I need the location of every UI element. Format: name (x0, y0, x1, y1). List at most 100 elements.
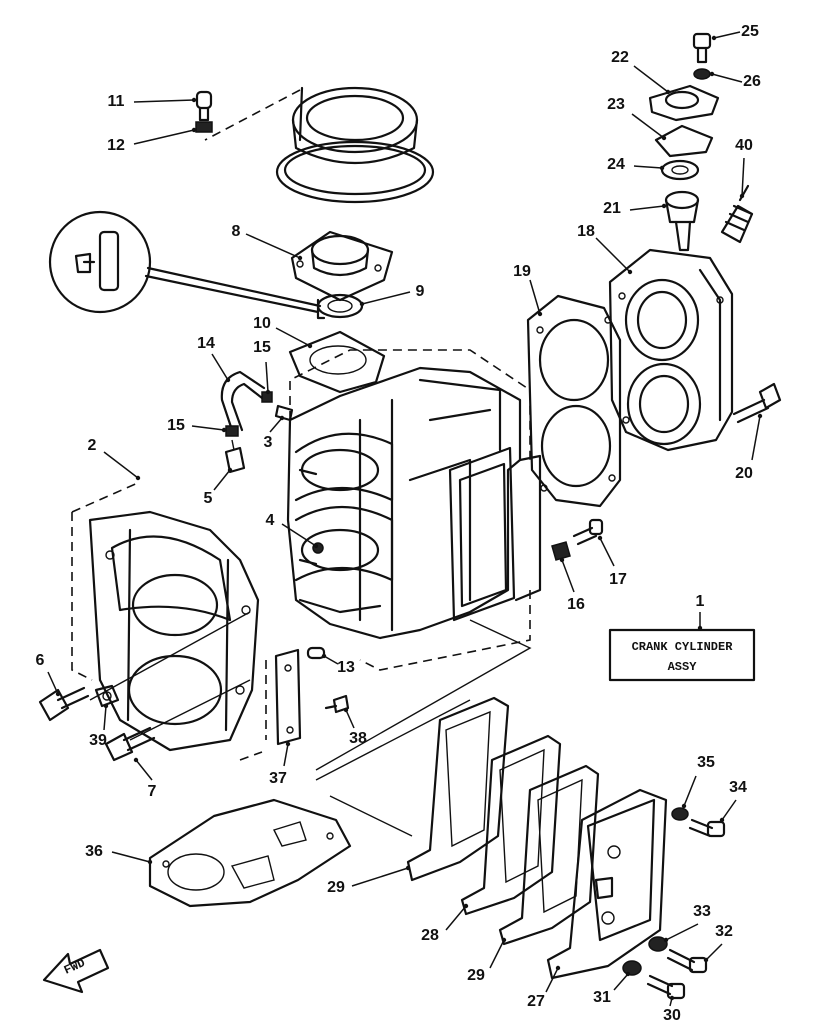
callout-leader-tip (405, 865, 411, 871)
crankcase-bolt-lines (89, 611, 251, 741)
callout-leader-line (683, 775, 697, 807)
callout-leader-line (529, 279, 541, 315)
bolt-32 (666, 948, 708, 974)
callout-8: 8 (232, 223, 303, 261)
gasket-10 (288, 330, 386, 394)
callout-number: 25 (741, 23, 759, 40)
callout-leader-line (633, 65, 669, 93)
callout-leader-line (283, 743, 289, 767)
fwd-marker-text: FWD (62, 956, 87, 978)
gasket-29-upper (406, 696, 510, 882)
callout-leader-tip (463, 903, 469, 909)
callout-number: 34 (729, 779, 747, 796)
callout-leader-line (133, 99, 195, 103)
callout-leader-line (445, 905, 467, 931)
callout-1: 1 (696, 593, 705, 631)
callout-27: 27 (527, 965, 561, 1010)
callout-leader-tip (55, 691, 61, 697)
callout-6: 6 (36, 652, 61, 697)
callout-number: 19 (513, 263, 531, 280)
fwd-arrow-icon: FWD (42, 948, 110, 994)
callout-number: 21 (603, 200, 621, 217)
seal-detail-inset (48, 210, 322, 314)
assembly-label-line1: CRANK CYLINDER (632, 640, 734, 654)
callout-38: 38 (343, 707, 367, 747)
callout-number: 17 (609, 571, 627, 588)
callout-number: 14 (197, 335, 215, 352)
callout-number: 27 (527, 993, 545, 1010)
upper-bearing-housing (204, 86, 435, 204)
exhaust-stack-connector (315, 619, 532, 837)
callout-leader-line (211, 353, 229, 381)
callout-number: 2 (88, 437, 97, 454)
callout-26: 26 (709, 71, 761, 90)
bolt-6 (38, 686, 90, 722)
callout-leader-tip (147, 859, 153, 865)
callout-14: 14 (197, 335, 231, 383)
callout-leader-tip (559, 557, 565, 563)
dowel-13 (306, 646, 326, 660)
callout-leader-tip (265, 389, 271, 395)
callout-number: 28 (421, 927, 439, 944)
callout-leader-tip (661, 135, 667, 141)
callout-number: 11 (108, 93, 125, 110)
bolt-30 (646, 974, 686, 1000)
callout-5: 5 (204, 467, 233, 507)
callout-number: 36 (85, 843, 103, 860)
callout-number: 31 (593, 989, 611, 1006)
callout-leader-tip (359, 301, 365, 307)
callout-leader-tip (661, 203, 667, 209)
callout-leader-tip (343, 707, 349, 713)
callout-21: 21 (603, 200, 667, 217)
callout-number: 7 (148, 783, 157, 800)
callout-leader-tip (285, 741, 291, 747)
exhaust-face (448, 446, 542, 622)
callout-leader-tip (225, 377, 231, 383)
callout-leader-tip (321, 653, 327, 659)
callout-leader-line (281, 523, 317, 547)
callout-leader-line (721, 799, 737, 821)
callout-number: 38 (349, 730, 367, 747)
callout-11: 11 (108, 93, 197, 110)
callout-leader-tip (501, 937, 507, 943)
bolt-11 (195, 90, 213, 122)
callout-leader-line (741, 157, 745, 197)
callout-number: 5 (204, 490, 213, 507)
callout-leader-line (631, 113, 665, 139)
callout-number: 22 (611, 49, 629, 66)
nut-39 (94, 684, 120, 708)
clip-15-lower (225, 425, 239, 437)
callout-29: 29 (467, 937, 507, 984)
callout-number: 30 (663, 1007, 681, 1024)
callout-leader-tip (669, 995, 675, 1001)
callout-number: 29 (327, 879, 345, 896)
callout-leader-line (561, 559, 575, 593)
assembly-label-line2: ASSY (668, 660, 698, 674)
callout-4: 4 (266, 512, 319, 549)
callout-16: 16 (559, 557, 585, 613)
callout-leader-tip (191, 97, 197, 103)
valve-40 (720, 184, 754, 244)
callout-leader-line (191, 425, 225, 431)
callout-number: 1 (696, 593, 705, 610)
callout-leader-tip (537, 311, 543, 317)
callout-leader-line (103, 705, 107, 731)
callout-15: 15 (253, 339, 271, 395)
callout-leader-tip (221, 427, 227, 433)
callout-leader-tip (191, 127, 197, 133)
callout-leader-tip (739, 193, 745, 199)
gasket-29-lower (498, 764, 600, 946)
callout-leader-line (545, 967, 559, 993)
crankcase-2 (71, 481, 263, 761)
callout-leader-line (269, 417, 283, 433)
callout-leader-line (613, 973, 629, 991)
callout-number: 37 (269, 770, 287, 787)
callout-leader-tip (307, 343, 313, 349)
callout-29: 29 (327, 865, 411, 896)
callout-15: 15 (167, 417, 227, 434)
callout-leader-tip (719, 817, 725, 823)
assembly-label-box: CRANK CYLINDER ASSY (608, 628, 756, 682)
washer-12 (195, 121, 213, 133)
callout-number: 15 (167, 417, 185, 434)
